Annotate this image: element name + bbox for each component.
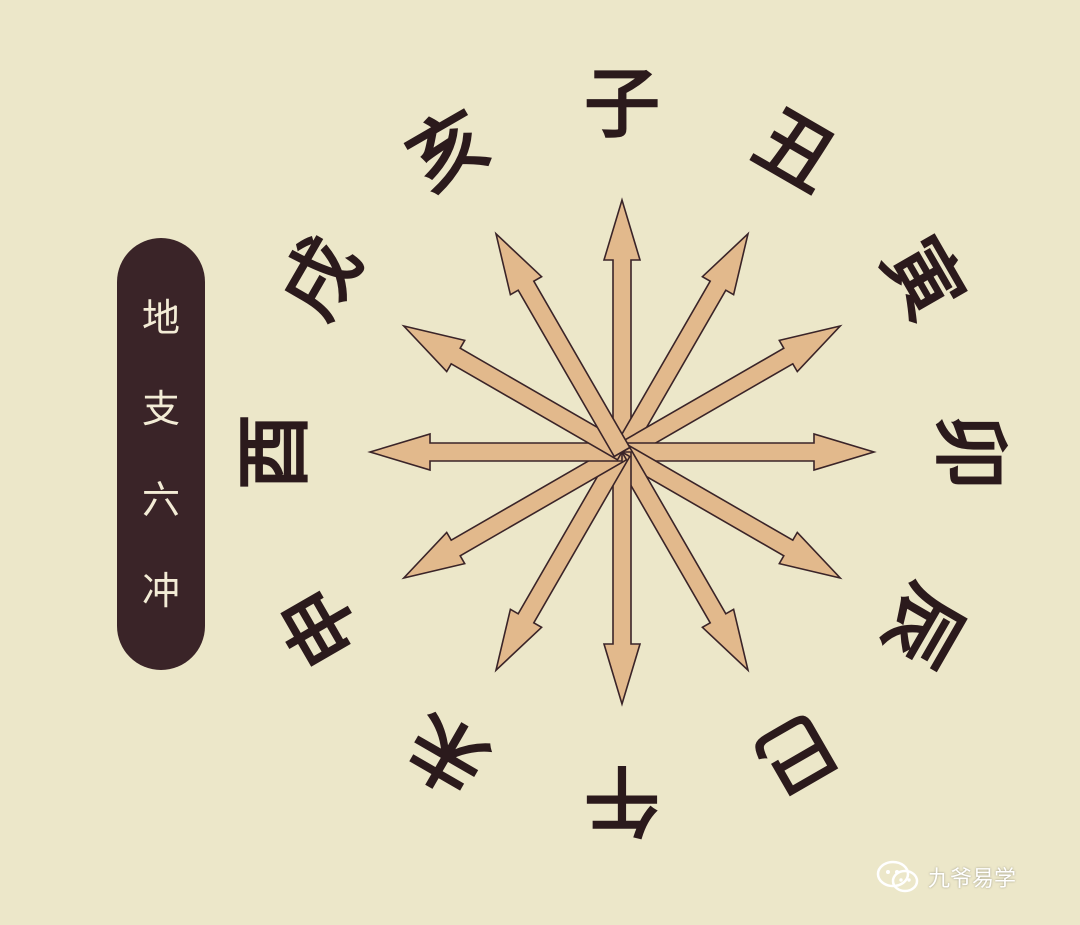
branch-label-戌: 戌	[263, 223, 378, 333]
watermark-text: 九爷易学	[928, 867, 1017, 892]
arrow-亥	[494, 231, 631, 458]
branch-label-酉: 酉	[230, 414, 319, 490]
wechat-icon	[876, 860, 919, 893]
title-char-1: 地	[141, 295, 180, 340]
branch-label-丑: 丑	[741, 93, 851, 208]
branch-label-巳: 巳	[741, 696, 851, 811]
title-char-2: 支	[141, 386, 180, 431]
branch-label-辰: 辰	[866, 571, 981, 681]
branch-label-午: 午	[584, 756, 660, 845]
title-char-3: 六	[141, 477, 180, 522]
branch-label-子: 子	[584, 60, 660, 149]
branch-label-亥: 亥	[393, 93, 503, 208]
title-pill: 地 支 六 冲	[117, 238, 205, 670]
branch-label-寅: 寅	[866, 223, 981, 333]
branch-label-申: 申	[263, 571, 378, 681]
arrow-layer	[367, 197, 877, 707]
watermark: 九爷易学	[876, 860, 1016, 894]
title-char-4: 冲	[141, 568, 180, 613]
branch-label-未: 未	[393, 696, 503, 811]
branch-label-卯: 卯	[926, 414, 1015, 490]
